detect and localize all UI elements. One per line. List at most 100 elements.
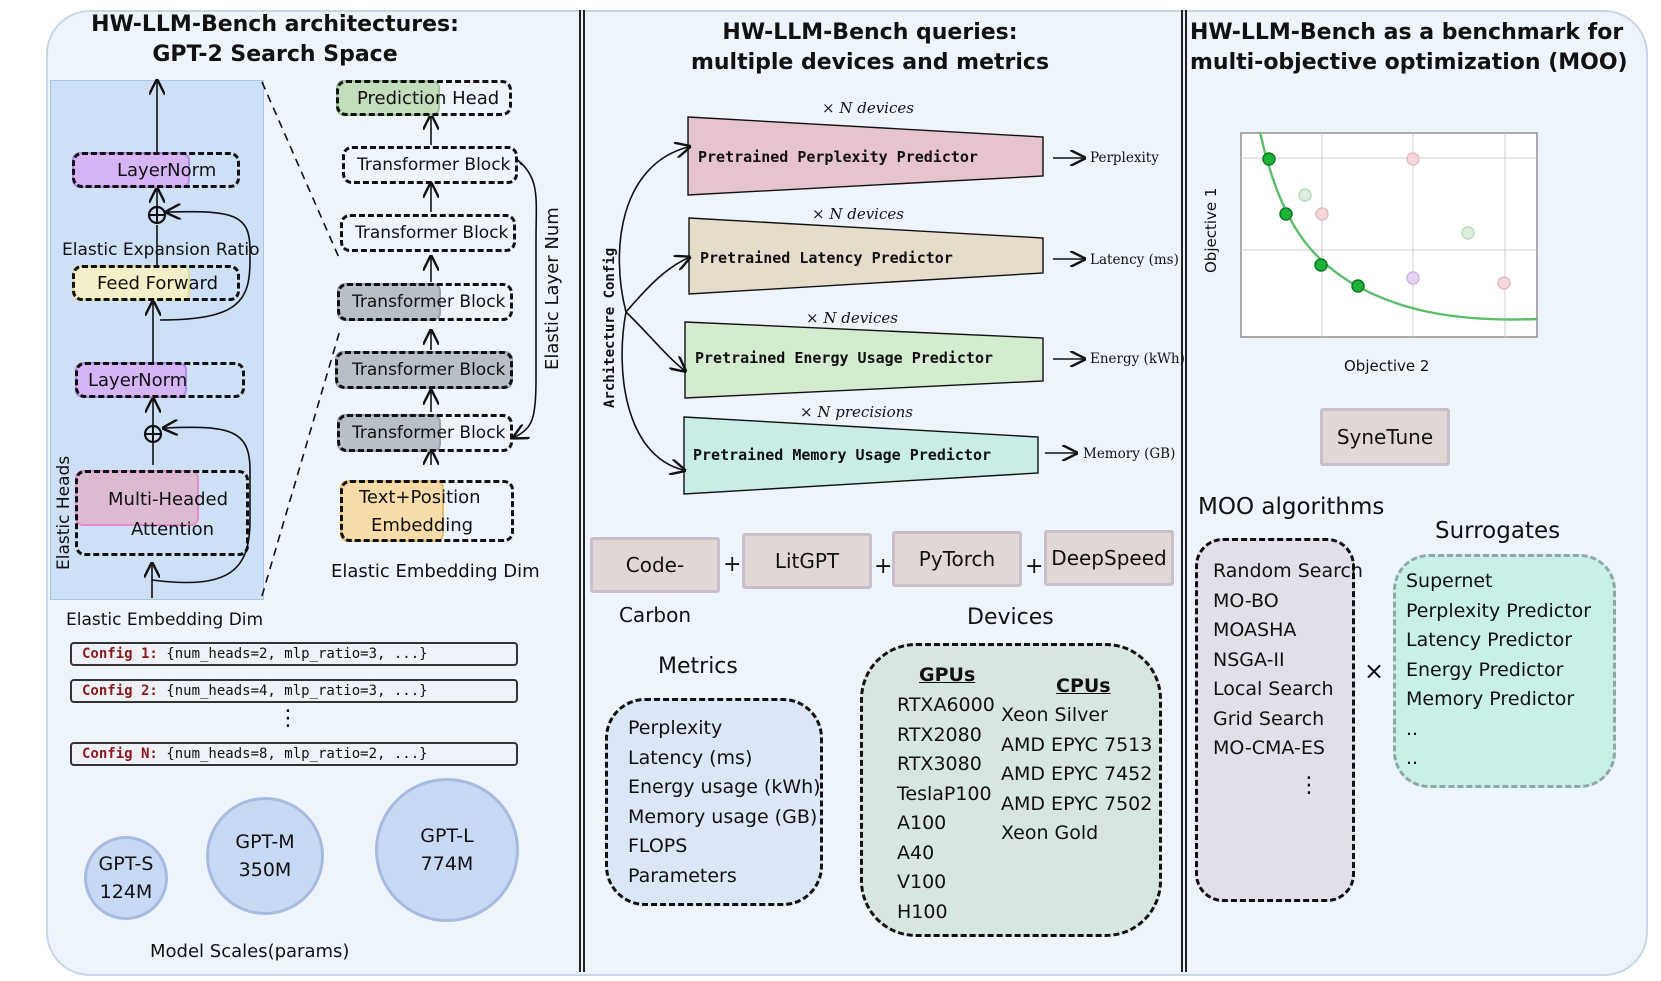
panel2-title-line2: multiple devices and metrics: [690, 50, 1050, 75]
tool-code-carbon: Code-Carbon: [590, 537, 720, 627]
moo-item: MO-CMA-ES: [1213, 737, 1325, 759]
expansion-ratio-label: Elastic Expansion Ratio: [62, 240, 260, 260]
divider-right: [1181, 10, 1183, 972]
latency-mult: × N devices: [812, 205, 904, 223]
embedding-line1: Text+Position: [359, 487, 481, 508]
config-2-value: {num_heads=4, mlp_ratio=3, ...}: [157, 683, 428, 699]
surrogate-item: Energy Predictor: [1406, 658, 1564, 681]
attention-line2: Attention: [131, 519, 215, 540]
plot-xlabel: Objective 2: [1344, 357, 1430, 375]
gpu-item: V100: [897, 871, 947, 893]
gpus-title: GPUs: [919, 664, 976, 686]
metrics-list: Perplexity Latency (ms) Energy usage (kW…: [628, 714, 821, 891]
surrogate-item: Memory Predictor: [1406, 688, 1575, 710]
multi-headed-attention: Multi-Headed Attention: [75, 470, 249, 556]
panel2-title: HW-LLM-Bench queries: multiple devices a…: [660, 18, 1080, 78]
config-2-name: Config 2:: [82, 683, 158, 699]
gpu-item: H100: [897, 900, 948, 923]
transformer-block-1: Transformer Block: [342, 146, 518, 184]
text-position-embedding: Text+Position Embedding: [340, 480, 514, 542]
cpu-item: AMD EPYC 7452: [1001, 763, 1153, 785]
config-ellipsis: ⋮: [277, 706, 299, 731]
dominated-point: [1406, 271, 1420, 285]
metric-item: Energy usage (kWh): [628, 776, 821, 798]
prediction-head: Prediction Head: [336, 80, 512, 116]
perplexity-predictor-shape: [687, 116, 1044, 196]
surrogate-item: Latency Predictor: [1406, 629, 1573, 651]
energy-predictor-label: Pretrained Energy Usage Predictor: [695, 349, 994, 367]
plus-2: +: [874, 554, 893, 579]
transformer-block-4-label: Transformer Block: [352, 360, 506, 380]
transformer-block-4: Transformer Block: [335, 351, 513, 389]
tool-pytorch: PyTorch: [892, 531, 1022, 587]
config-2: Config 2: {num_heads=4, mlp_ratio=3, ...…: [70, 679, 518, 703]
layernorm-bottom-label: LayerNorm: [88, 370, 188, 391]
panel1-title: HW-LLM-Bench architectures: GPT-2 Search…: [80, 10, 470, 70]
pareto-point: [1314, 258, 1328, 272]
pareto-point: [1279, 207, 1293, 221]
layernorm-top: LayerNorm: [72, 152, 240, 188]
feed-forward: Feed Forward: [72, 265, 240, 301]
times-symbol: ×: [1364, 657, 1385, 685]
layernorm-bottom: LayerNorm: [75, 362, 245, 398]
divider-left-2: [583, 10, 585, 972]
embedding-line2: Embedding: [371, 515, 474, 536]
scale-gpt-m-params: 350M: [238, 859, 292, 881]
divider-right-2: [1185, 10, 1187, 972]
model-scales-label: Model Scales(params): [150, 941, 350, 962]
plus-3: +: [1025, 554, 1044, 579]
gpu-item: RTXA6000: [897, 694, 995, 716]
cpu-item: Xeon Gold: [1001, 822, 1099, 844]
surrogates-title: Surrogates: [1435, 518, 1561, 544]
surrogates-list: Supernet Perplexity Predictor Latency Pr…: [1406, 567, 1591, 774]
panel1-title-line1: HW-LLM-Bench architectures:: [91, 12, 459, 37]
transformer-block-5-label: Transformer Block: [352, 423, 506, 443]
cpus-title: CPUs: [1056, 675, 1111, 697]
transformer-block-1-label: Transformer Block: [357, 155, 511, 175]
gpu-item: A40: [897, 841, 935, 864]
dominated-point: [1298, 188, 1312, 202]
gpus-list: RTXA6000 RTX2080 RTX3080 TeslaP100 A100 …: [897, 691, 995, 927]
moo-box: Random Search MO-BO MOASHA NSGA-II Local…: [1195, 538, 1363, 902]
attention-fill: [75, 470, 199, 526]
divider-left: [579, 10, 581, 972]
transformer-block-2: Transformer Block: [340, 214, 516, 252]
layernorm-top-label: LayerNorm: [117, 160, 217, 181]
memory-mult: × N precisions: [800, 403, 913, 421]
feed-forward-label: Feed Forward: [97, 273, 219, 294]
cpus-list: Xeon Silver AMD EPYC 7513 AMD EPYC 7452 …: [1001, 701, 1152, 849]
devices-title: Devices: [967, 605, 1054, 630]
panel3-title-line2: multi-objective optimization (MOO): [1190, 50, 1628, 75]
transformer-block-3-label: Transformer Block: [352, 292, 506, 312]
scale-gpt-l-name: GPT-L: [420, 825, 474, 847]
cpu-item: AMD EPYC 7513: [1001, 733, 1153, 756]
cpu-item: Xeon Silver: [1001, 704, 1108, 726]
config-1-name: Config 1:: [82, 646, 158, 662]
dominated-point: [1461, 226, 1475, 240]
memory-predictor-label: Pretrained Memory Usage Predictor: [693, 446, 992, 464]
config-n: Config N: {num_heads=8, mlp_ratio=2, ...…: [70, 742, 518, 766]
surrogate-item: Perplexity Predictor: [1406, 599, 1592, 622]
scale-gpt-l-params: 774M: [420, 853, 474, 875]
moo-item: MOASHA: [1213, 619, 1297, 641]
devices-box: GPUs RTXA6000 RTX2080 RTX3080 TeslaP100 …: [860, 643, 1162, 937]
synetune-box: SyneTune: [1320, 408, 1450, 466]
transformer-block-2-label: Transformer Block: [355, 223, 509, 243]
transformer-block-3: Transformer Block: [337, 283, 513, 321]
gpu-item: RTX3080: [897, 753, 982, 775]
panel2-title-line1: HW-LLM-Bench queries:: [722, 20, 1018, 45]
moo-ellipsis: ⋮: [1298, 773, 1320, 798]
moo-list: Random Search MO-BO MOASHA NSGA-II Local…: [1213, 557, 1363, 764]
moo-item: Random Search: [1213, 560, 1363, 582]
gpu-item: A100: [897, 812, 947, 834]
pareto-point: [1351, 279, 1365, 293]
scale-gpt-l: GPT-L 774M: [375, 778, 519, 922]
latency-predictor-label: Pretrained Latency Predictor: [700, 249, 953, 267]
prediction-head-label: Prediction Head: [357, 88, 500, 109]
scale-gpt-s: GPT-S 124M: [84, 836, 168, 920]
metrics-box: Perplexity Latency (ms) Energy usage (kW…: [605, 698, 823, 906]
panel1-title-line2: GPT-2 Search Space: [152, 42, 398, 67]
metric-item: Perplexity: [628, 717, 723, 739]
surrogate-item: ..: [1406, 747, 1419, 769]
surrogate-item: ..: [1406, 717, 1419, 740]
